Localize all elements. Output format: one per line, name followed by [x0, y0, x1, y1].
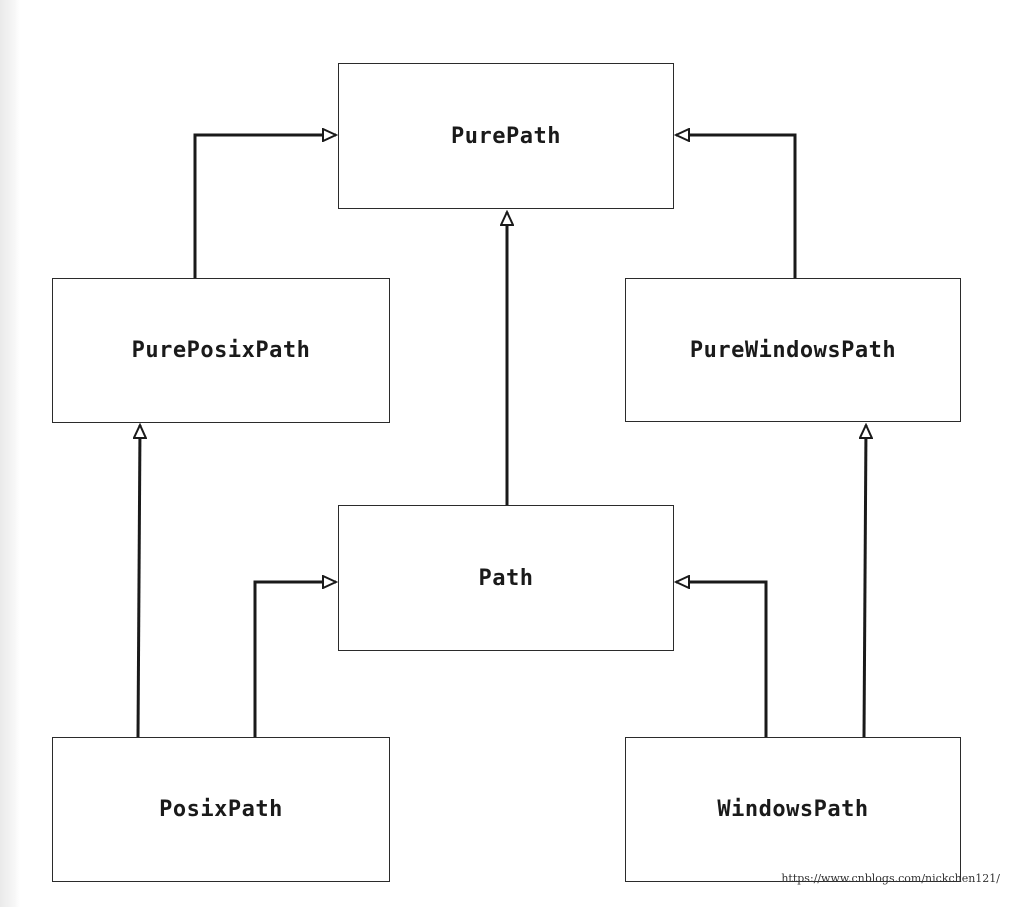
node-purewindowspath-label: PureWindowsPath [689, 337, 897, 363]
node-windowspath: WindowsPath [625, 737, 961, 882]
node-pureposixpath: PurePosixPath [52, 278, 390, 423]
node-windowspath-label: WindowsPath [717, 797, 869, 822]
node-path-label: Path [478, 565, 534, 591]
edge-posixpath-to-path [253, 582, 336, 737]
edge-pureposixpath-to-purepath [193, 135, 336, 278]
node-purepath: PurePath [338, 63, 674, 209]
edge-windowspath-to-purewindowspath [864, 425, 866, 738]
node-purewindowspath: PureWindowsPath [625, 278, 961, 422]
page-edge-shadow [0, 0, 20, 907]
edge-posixpath-to-pureposixpath [138, 425, 140, 738]
watermark-url: https://www.cnblogs.com/nickchen121/ [781, 872, 1000, 885]
node-pureposixpath-label: PurePosixPath [131, 338, 311, 363]
node-path: Path [338, 505, 674, 651]
edge-purewindowspath-to-purepath [676, 135, 797, 278]
node-posixpath: PosixPath [52, 737, 390, 882]
edge-windowspath-to-path [676, 582, 768, 737]
node-purepath-label: PurePath [451, 123, 561, 149]
node-posixpath-label: PosixPath [159, 797, 283, 822]
